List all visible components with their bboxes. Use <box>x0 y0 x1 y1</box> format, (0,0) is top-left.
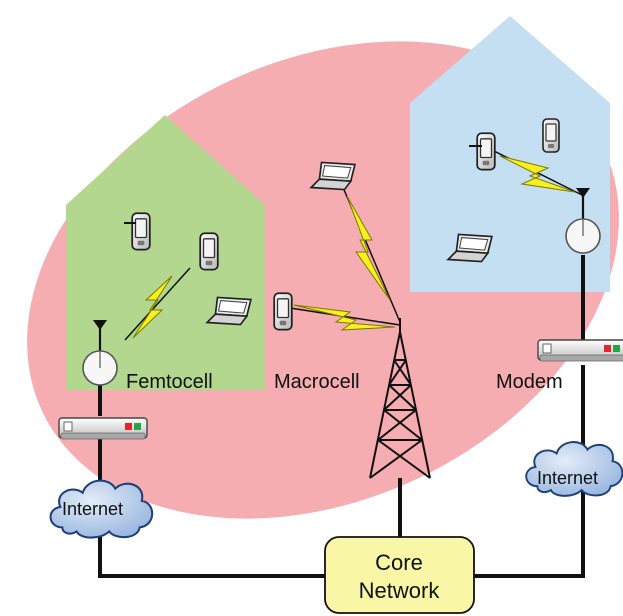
mobile-phone-icon <box>131 212 151 251</box>
router-icon <box>537 339 623 362</box>
macrocell-label: Macrocell <box>274 371 360 393</box>
mobile-phone-icon <box>476 132 496 171</box>
internet-label-right: Internet <box>537 468 598 488</box>
cell-tower-icon <box>369 318 431 479</box>
wireless-link-macro-laptop <box>341 184 401 323</box>
core-link-right <box>474 365 585 578</box>
core-network-box <box>324 536 475 614</box>
wireless-link-macro-phone <box>289 304 401 331</box>
core-link-left <box>98 430 325 578</box>
internet-label-left: Internet <box>62 499 123 519</box>
wireless-link-femto <box>124 267 191 341</box>
core-network-label-line2: Network <box>359 578 441 603</box>
mobile-phone-icon <box>542 118 560 153</box>
modem-house <box>410 16 610 292</box>
wireless-link-modem <box>487 147 583 196</box>
femtocell-label: Femtocell <box>126 371 213 393</box>
mobile-phone-icon <box>273 292 293 331</box>
modem-label: Modem <box>496 371 563 393</box>
mobile-phone-icon <box>199 232 219 271</box>
core-network-label-line1: Core <box>375 550 423 575</box>
router-icon <box>58 417 148 440</box>
